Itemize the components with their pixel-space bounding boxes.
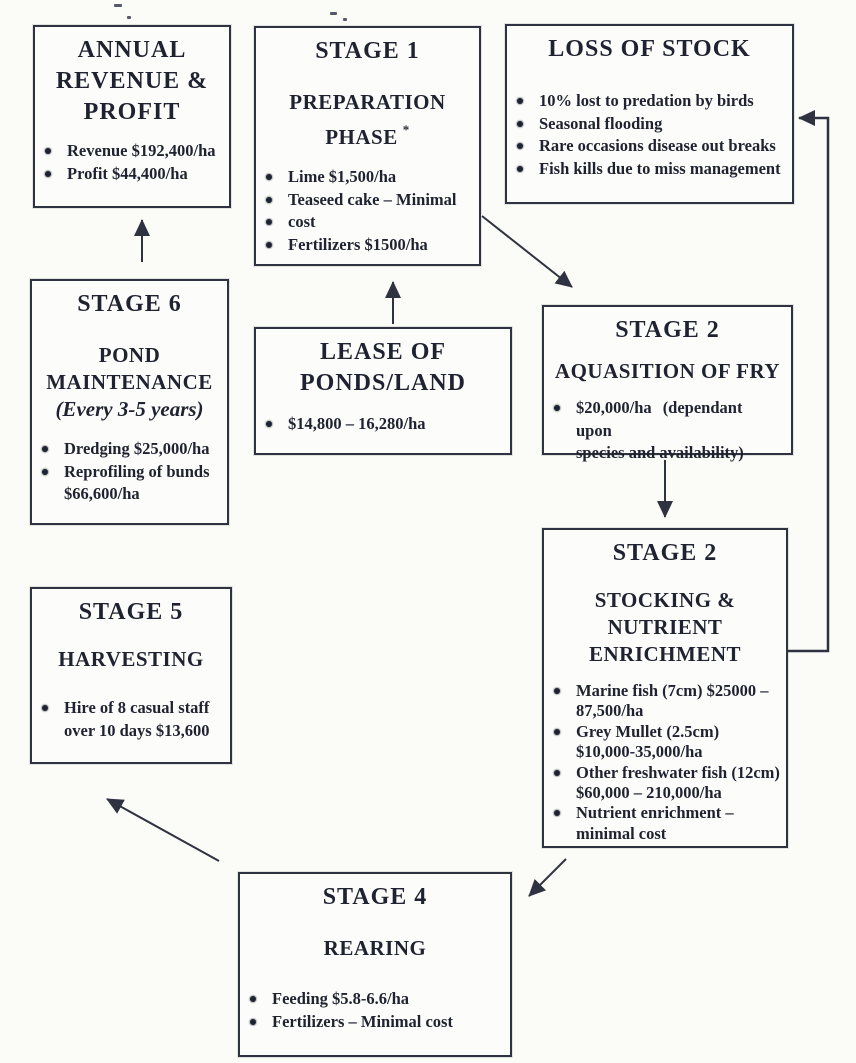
bullet-item: Fish kills due to miss management: [507, 158, 792, 181]
bullet-item: Reprofiling of bunds: [32, 461, 227, 484]
bullet-item-continuation: $60,000 – 210,000/ha: [576, 783, 722, 803]
arrow-stage1-to-acquisition: [481, 215, 573, 288]
bullet-icon: [517, 165, 523, 172]
bullet-list: $14,800 – 16,280/ha: [256, 413, 510, 436]
bullet-icon: [266, 219, 272, 225]
bullet-item: Other freshwater fish (12cm): [544, 763, 786, 783]
bullet-list: Lime $1,500/ha Teaseed cake – Minimal co…: [256, 166, 479, 256]
bullet-list: Feeding $5.8-6.6/ha Fertilizers – Minima…: [240, 988, 510, 1033]
box-stage2-aquasition-of-fry: STAGE 2 AQUASITION OF FRY $20,000/ha (de…: [542, 305, 793, 462]
bullet-item: cost: [256, 211, 479, 234]
box-title: STAGE 4: [322, 884, 428, 910]
box-title: STAGE 2: [612, 540, 718, 566]
bullet-icon: [554, 688, 560, 694]
bullet-item-continuation: $66,600/ha: [64, 484, 140, 503]
box-stage4-rearing: STAGE 4 REARING Feeding $5.8-6.6/ha Fert…: [238, 872, 512, 1057]
bullet-item: $20,000/ha (dependant upon: [544, 397, 791, 442]
bullet-item: Profit $44,400/ha: [35, 163, 229, 186]
box-title: STAGE 1: [315, 38, 420, 64]
arrow-stocking-to-stage4: [528, 858, 567, 897]
box-stage5-harvesting: STAGE 5 HARVESTING Hire of 8 casual staf…: [30, 587, 232, 764]
bullet-item: Seasonal flooding: [507, 113, 792, 136]
bullet-list: Revenue $192,400/ha Profit $44,400/ha: [35, 140, 229, 185]
bullet-item-continuation: minimal cost: [576, 823, 667, 843]
bullet-item: Fertilizers – Minimal cost: [240, 1011, 510, 1034]
bullet-icon: [45, 148, 51, 154]
box-title: LOSS OF STOCK: [548, 36, 751, 62]
box-title: STAGE 6: [77, 291, 182, 317]
bullet-icon: [45, 170, 51, 177]
bullet-item: Marine fish (7cm) $25000 –: [544, 681, 786, 701]
box-title: STAGE 5: [78, 599, 184, 625]
bullet-list: 10% lost to predation by birds Seasonal …: [507, 90, 792, 180]
bullet-item: Nutrient enrichment –: [544, 803, 786, 823]
bullet-icon: [554, 810, 560, 817]
box-subtitle: HARVESTING: [58, 647, 204, 671]
box-title: ANNUAL REVENUE & PROFIT: [55, 37, 209, 125]
bullet-list: Dredging $25,000/ha Reprofiling of bunds…: [32, 438, 227, 506]
box-stage1-preparation-phase: STAGE 1 PREPARATION PHASE* Lime $1,500/h…: [254, 26, 481, 266]
bullet-icon: [517, 98, 523, 104]
bullet-icon: [42, 705, 48, 711]
scan-speck: [343, 18, 347, 21]
arrow-stage4-to-stage5: [106, 798, 220, 862]
bullet-item: 10% lost to predation by birds: [507, 90, 792, 113]
bullet-icon: [517, 143, 523, 149]
box-title: STAGE 2: [615, 317, 720, 343]
bullet-icon: [266, 174, 272, 180]
scan-speck: [330, 12, 337, 15]
bullet-icon: [42, 446, 48, 452]
bullet-item: Revenue $192,400/ha: [35, 140, 229, 163]
bullet-icon: [266, 196, 272, 203]
footnote-asterisk: *: [402, 122, 410, 137]
bullet-list: $20,000/ha (dependant upon species and a…: [544, 397, 791, 465]
bullet-list: Marine fish (7cm) $25000 – 87,500/ha Gre…: [544, 681, 786, 844]
bullet-item: $14,800 – 16,280/ha: [256, 413, 510, 436]
bullet-list: Hire of 8 casual staff over 10 days $13,…: [32, 697, 230, 742]
bullet-icon: [554, 769, 560, 776]
bullet-icon: [266, 241, 272, 248]
bullet-item-continuation: species and availability): [576, 443, 744, 462]
box-loss-of-stock: LOSS OF STOCK 10% lost to predation by b…: [505, 24, 794, 204]
scan-speck: [114, 4, 122, 7]
bullet-icon: [266, 421, 272, 427]
box-lease-of-ponds-land: LEASE OF PONDS/LAND $14,800 – 16,280/ha: [254, 327, 512, 455]
box-subtitle: PREPARATION PHASE*: [289, 90, 446, 149]
bullet-item: Grey Mullet (2.5cm): [544, 722, 786, 742]
bullet-icon: [554, 728, 560, 735]
box-subtitle-note: (Every 3-5 years): [55, 397, 204, 421]
bullet-item: Hire of 8 casual staff: [32, 697, 230, 720]
bullet-item-continuation: over 10 days $13,600: [64, 720, 210, 740]
box-subtitle: REARING: [323, 936, 427, 960]
box-subtitle: POND MAINTENANCE: [46, 343, 213, 394]
box-title: LEASE OF PONDS/LAND: [299, 339, 466, 396]
bullet-item: Teaseed cake – Minimal: [256, 189, 479, 212]
bullet-icon: [554, 405, 560, 411]
box-annual-revenue-profit: ANNUAL REVENUE & PROFIT Revenue $192,400…: [33, 25, 231, 208]
bullet-icon: [250, 996, 256, 1002]
bullet-item: Lime $1,500/ha: [256, 166, 479, 189]
box-subtitle: STOCKING & NUTRIENT ENRICHMENT: [588, 588, 741, 666]
bullet-icon: [517, 120, 523, 127]
scan-speck: [127, 16, 131, 19]
bullet-item: Dredging $25,000/ha: [32, 438, 227, 461]
bullet-item-continuation: 87,500/ha: [576, 701, 644, 721]
bullet-item: Fertilizers $1500/ha: [256, 234, 479, 257]
bullet-item: Feeding $5.8-6.6/ha: [240, 988, 510, 1011]
bullet-icon: [42, 468, 48, 475]
box-stage6-pond-maintenance: STAGE 6 POND MAINTENANCE (Every 3-5 year…: [30, 279, 229, 525]
bullet-item: Rare occasions disease out breaks: [507, 135, 792, 158]
box-stage2-stocking-nutrient-enrichment: STAGE 2 STOCKING & NUTRIENT ENRICHMENT M…: [542, 528, 788, 848]
box-subtitle: AQUASITION OF FRY: [554, 359, 781, 383]
bullet-icon: [250, 1018, 256, 1025]
arrow-stocking-to-loss-of-stock: [788, 110, 830, 653]
bullet-item-continuation: $10,000-35,000/ha: [576, 742, 703, 762]
